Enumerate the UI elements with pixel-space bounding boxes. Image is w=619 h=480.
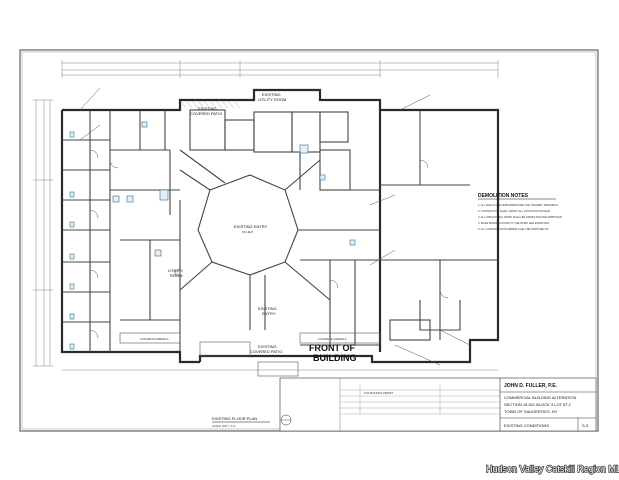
front-of-building-line1: FRONT OF bbox=[309, 343, 355, 353]
front-of-building-line2: BUILDING bbox=[313, 353, 357, 363]
sidewalk-label-left: CONCRETE SIDEWALK bbox=[140, 337, 169, 341]
front-of-building: FRONT OF BUILDING bbox=[309, 343, 357, 363]
demolition-note-2: 2. CONTRACTOR SHALL VERIFY ALL LOCATIONS… bbox=[478, 209, 551, 213]
room-labels: EXISTING UTILITY ROOM EXISTING COVERED P… bbox=[168, 92, 286, 354]
utility-room2-label: UTILITY bbox=[168, 268, 183, 273]
sheet-border bbox=[19, 49, 599, 432]
covered-patio-sublabel: COVERED PATIO bbox=[190, 111, 222, 116]
right-wing-rooms bbox=[300, 110, 498, 346]
front-sidewalk: CONCRETE SIDEWALK CONCRETE SIDEWALK bbox=[119, 332, 381, 377]
mls-watermark: Hudson Valley Catskill Region MLS bbox=[486, 464, 619, 474]
project-line-3: TOWN OF SAUGERTIES, NY bbox=[504, 409, 558, 414]
floor-plan-scale: SCALE: 3/32" = 1'-0" bbox=[212, 424, 236, 428]
entry-note: NO HEAT bbox=[242, 230, 254, 234]
project-line-2: SECTION 18.001 BLOCK 3 LOT 67.2 bbox=[504, 402, 572, 407]
plumbing-fixtures bbox=[69, 121, 356, 350]
project-line-1: COMMERCIAL BUILDING ALTERATION bbox=[504, 395, 576, 400]
covered-patio-hatch bbox=[179, 100, 241, 109]
demolition-notes-heading: DEMOLITION NOTES bbox=[478, 193, 529, 199]
front-entry-label: EXISTING bbox=[258, 306, 277, 311]
utility-room-label: EXISTING bbox=[262, 92, 281, 97]
utility-room2-sublabel: ROOM bbox=[170, 273, 182, 278]
demolition-note-4: 4. MAKE MODIFICATIONS TO THE WORK ARE EX… bbox=[478, 221, 550, 225]
left-wing-rooms bbox=[62, 110, 181, 352]
sheet-title: EXISTING CONDITIONS bbox=[504, 423, 549, 428]
front-patio-label: EXISTING bbox=[258, 344, 277, 349]
floor-plan-title-text: EXISTING FLOOR PLAN bbox=[212, 416, 257, 421]
door-swings bbox=[89, 149, 449, 339]
engineer-name: JOHN D. FULLER, P.E. bbox=[504, 383, 558, 389]
utility-room-sublabel: UTILITY ROOM bbox=[258, 97, 286, 102]
demolition-note-3: 3. ALL STRUCTURAL WORK SHALL BE INSPECTE… bbox=[478, 215, 563, 219]
demolition-note-1: 1. ALL WALLS ARE PERFORMED PER THE "SHAR… bbox=[478, 203, 559, 207]
floor-plan-title: EXISTING FLOOR PLAN SCALE: 3/32" = 1'-0" bbox=[212, 414, 292, 428]
leader-lines bbox=[79, 87, 471, 366]
central-hub bbox=[179, 109, 380, 330]
demolition-notes: DEMOLITION NOTES 1. ALL WALLS ARE PERFOR… bbox=[478, 193, 563, 231]
front-entry-sublabel: ENTRY bbox=[262, 311, 276, 316]
revision-row: FOR BUILDING PERMIT bbox=[364, 391, 393, 395]
entry-label: EXISTING ENTRY bbox=[234, 224, 268, 229]
covered-patio-label: EXISTING bbox=[198, 106, 217, 111]
sidewalk-label-right: CONCRETE SIDEWALK bbox=[318, 337, 347, 341]
dimension-lines bbox=[33, 60, 499, 371]
front-patio-sublabel: COVERED PATIO bbox=[250, 349, 282, 354]
title-block: FOR BUILDING PERMIT JOHN D. FULLER, P.E.… bbox=[279, 377, 597, 432]
demolition-note-5: 5. ALL CONSTRUCTION DEBRIS SHALL BE DISP… bbox=[478, 227, 549, 231]
sheet-number: S-3 bbox=[582, 423, 589, 428]
